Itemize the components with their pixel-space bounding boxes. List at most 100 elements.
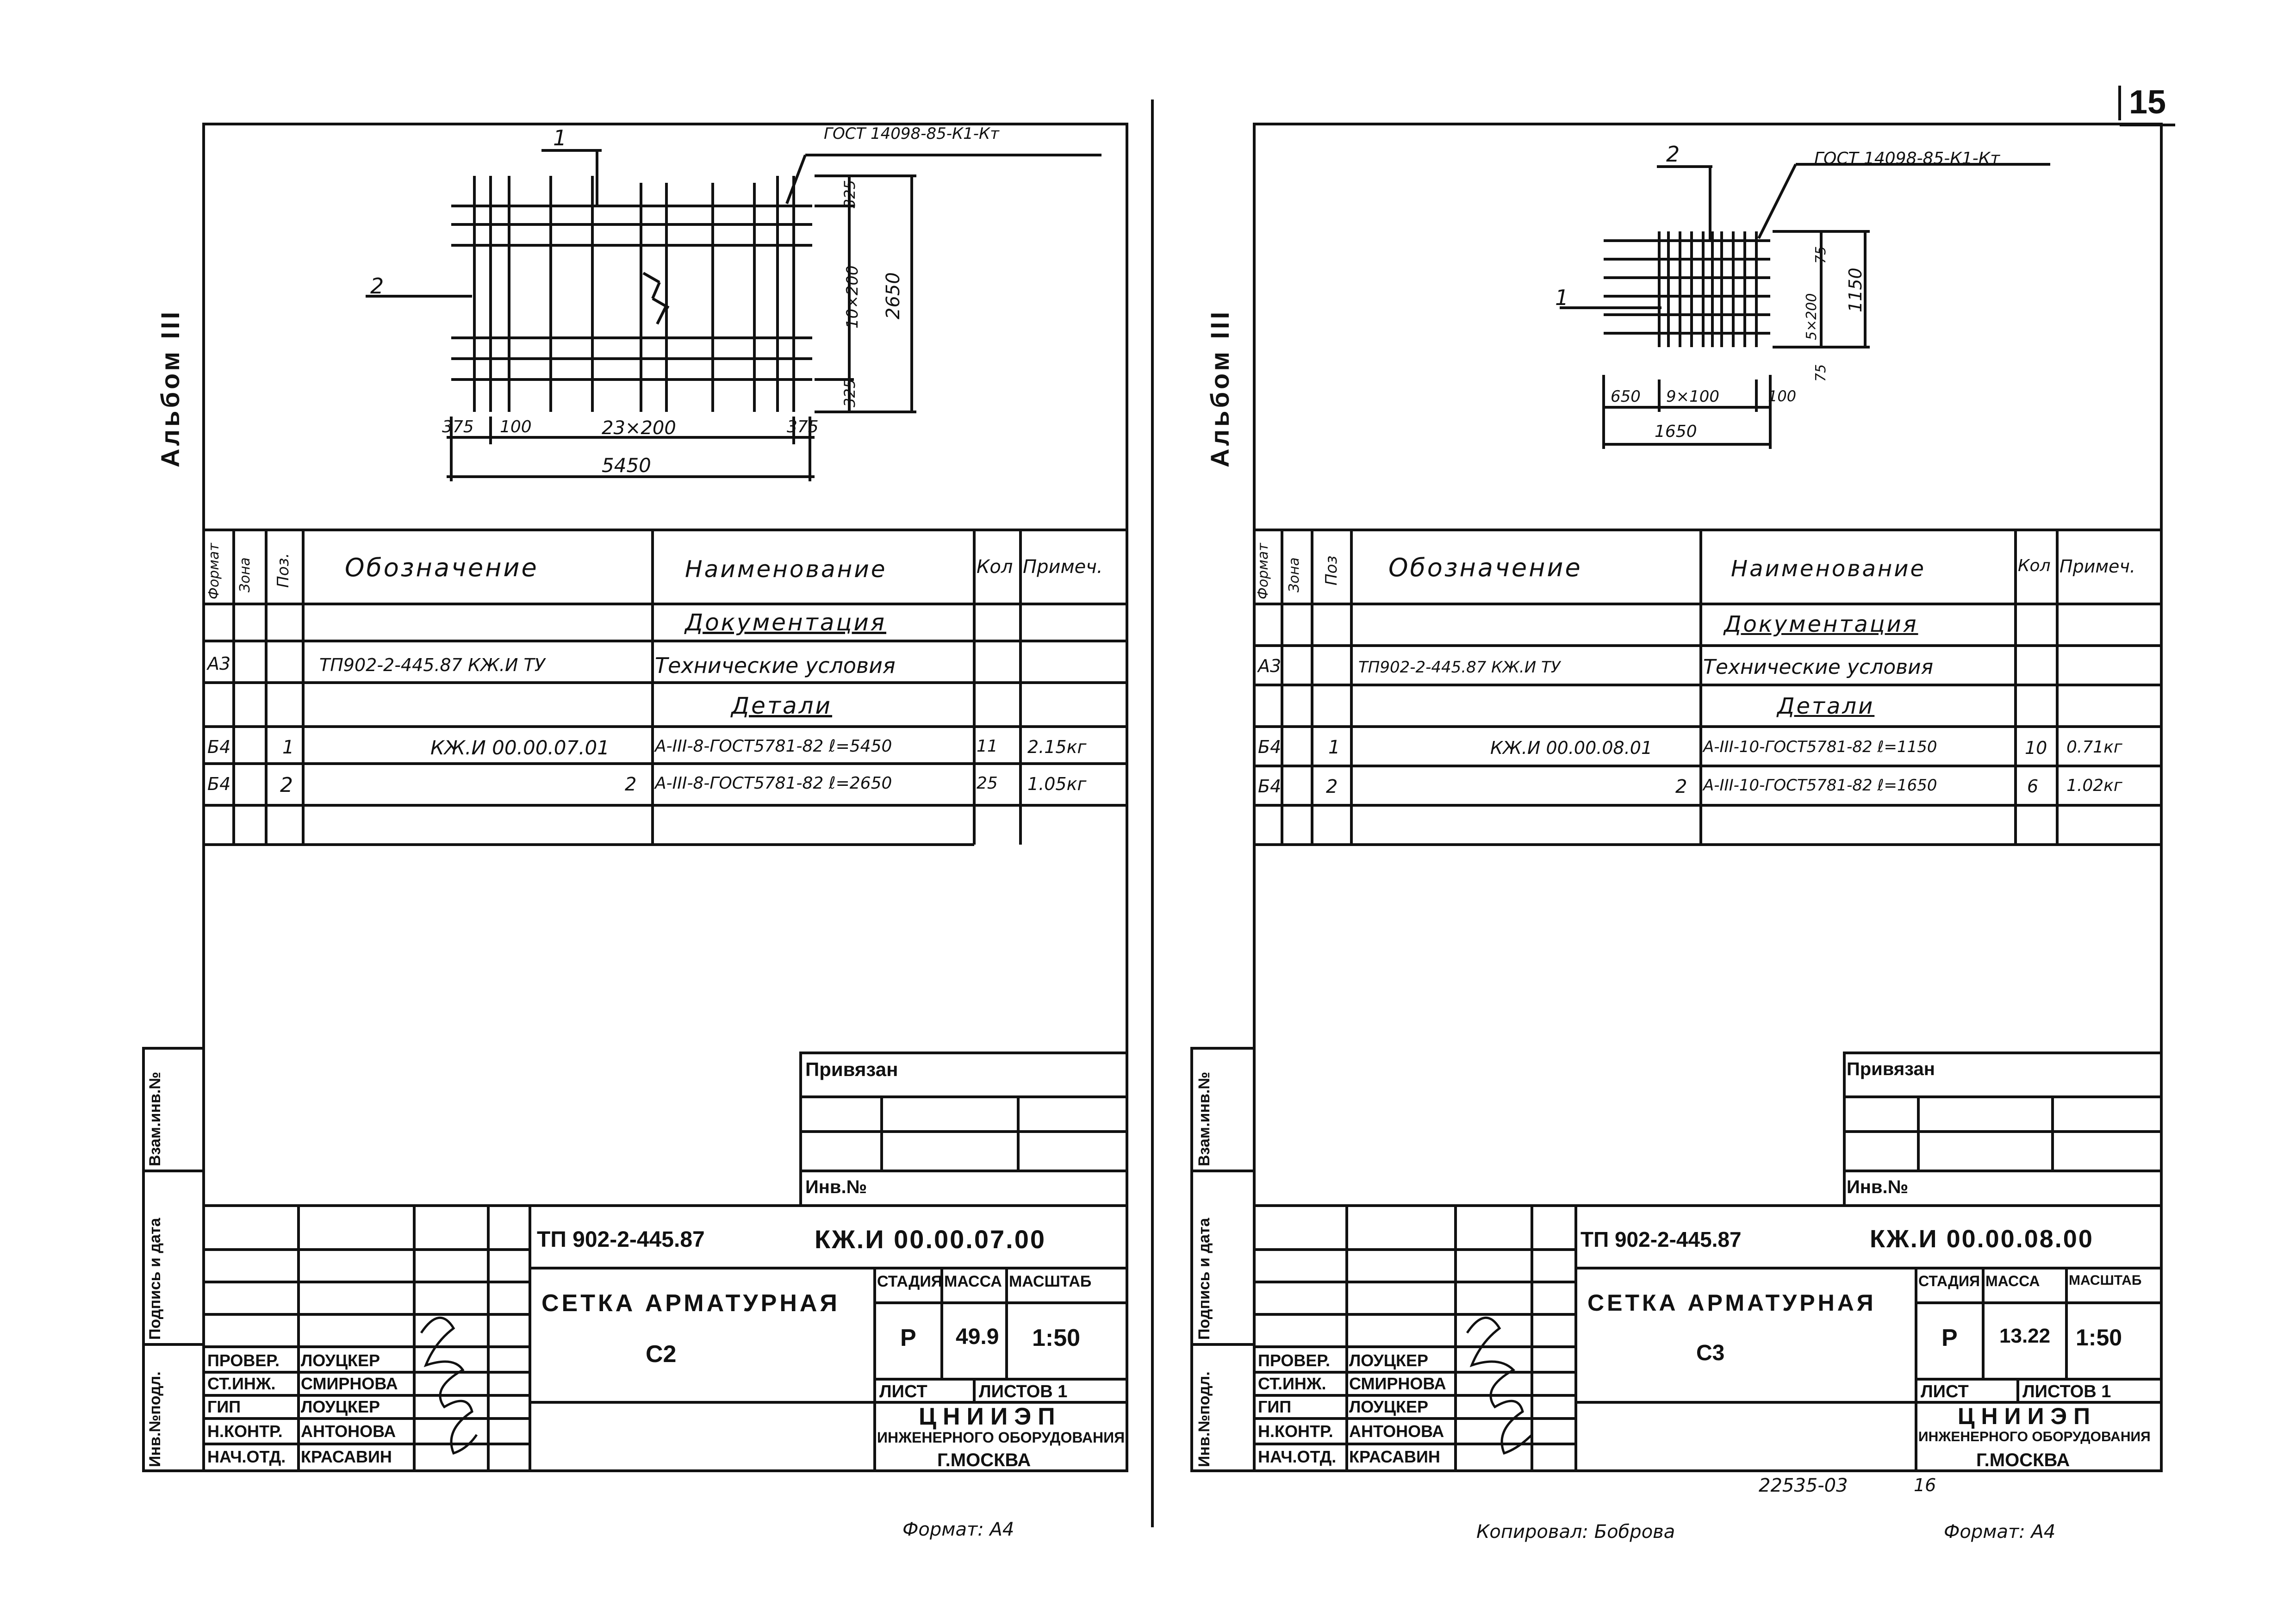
- title-line2: С2: [646, 1341, 677, 1368]
- row3-name-right: А-III-10-ГОСТ5781-82 ℓ=1650: [1703, 776, 1937, 795]
- side-label-sign: Подпись и дата: [146, 1218, 164, 1340]
- role-3-right: Н.контр.: [1258, 1422, 1333, 1441]
- role-0: Провер.: [207, 1351, 280, 1370]
- row3-qty-right: 6: [2027, 776, 2039, 796]
- row2-format: Б4: [207, 737, 231, 757]
- role-0-right: Провер.: [1258, 1351, 1331, 1370]
- row2-qty-right: 10: [2025, 738, 2047, 758]
- col-qty: Кол: [977, 556, 1013, 578]
- copied-by: Копировал: Боброва: [1476, 1521, 1675, 1543]
- row2-qty: 11: [977, 737, 998, 756]
- doc-code-right: КЖ.И 00.00.08.00: [1870, 1225, 2094, 1253]
- row1-designation: ТП902-2-445.87 КЖ.И ТУ: [319, 655, 545, 675]
- row1-designation-right: ТП902-2-445.87 КЖ.И ТУ: [1358, 658, 1561, 677]
- inv-no-label-right: Инв.№: [1847, 1177, 1909, 1197]
- scale-value-right: 1:50: [2076, 1325, 2122, 1350]
- dim-100-right: 100: [1768, 387, 1797, 405]
- project-code: ТП 902-2-445.87: [537, 1227, 705, 1252]
- row2-designation: КЖ.И 00.00.07.01: [430, 736, 610, 759]
- org-subtitle-right: инженерного оборудования: [1918, 1429, 2151, 1444]
- page-number: 15: [2129, 84, 2166, 121]
- name-0-right: Лоуцкер: [1349, 1351, 1429, 1370]
- row3-designation-right: 2: [1675, 776, 1687, 797]
- dim-top-right: 75: [1813, 246, 1829, 264]
- archive-number: 22535-03: [1759, 1475, 1848, 1496]
- scale-label: Масштаб: [1009, 1273, 1092, 1290]
- scale-label-right: Масштаб: [2069, 1273, 2142, 1288]
- org-city: г.Москва: [937, 1450, 1031, 1470]
- row2-name: А-III-8-ГОСТ5781-82 ℓ=5450: [655, 737, 892, 756]
- role-1-right: Ст.инж.: [1258, 1374, 1326, 1393]
- dim-total-length-right: 1650: [1655, 422, 1697, 441]
- dim-spacing-right: 9×100: [1666, 387, 1720, 406]
- name-4-right: Красавин: [1349, 1447, 1440, 1466]
- format-note: Формат: А4: [902, 1519, 1014, 1540]
- role-2: ГИП: [207, 1397, 241, 1416]
- format-note-right: Формат: А4: [1944, 1521, 2056, 1543]
- privyazan-label: Привязан: [805, 1058, 898, 1080]
- org-subtitle: инженерного оборудования: [877, 1429, 1125, 1446]
- dim-bottom-right: 75: [1813, 364, 1829, 382]
- section-details-right: Детали: [1777, 693, 1875, 719]
- name-4: Красавин: [301, 1447, 392, 1466]
- sheet-label: Лист: [879, 1382, 927, 1401]
- dim-mid-right: 5×200: [1804, 293, 1820, 340]
- dim-375-left: 375: [442, 417, 474, 436]
- pos-2-label: 2: [370, 274, 384, 299]
- dim-mid: 10×200: [843, 265, 862, 329]
- title-line2-right: С3: [1696, 1341, 1725, 1365]
- col-name-right: Наименование: [1731, 556, 1926, 582]
- name-0: Лоуцкер: [301, 1351, 380, 1370]
- dim-bottom: 325: [841, 379, 859, 407]
- row2-note: 2.15кг: [1027, 737, 1087, 757]
- mass-label: Масса: [944, 1273, 1002, 1290]
- role-2-right: ГИП: [1258, 1397, 1292, 1416]
- dim-total-height: 2650: [883, 272, 904, 319]
- section-documentation: Документация: [685, 609, 886, 636]
- row3-format: Б4: [207, 774, 231, 794]
- row2-name-right: А-III-10-ГОСТ5781-82 ℓ=1150: [1703, 738, 1937, 756]
- row3-designation: 2: [625, 774, 637, 795]
- name-3-right: Антонова: [1349, 1422, 1444, 1441]
- doc-code: КЖ.И 00.00.07.00: [815, 1225, 1046, 1254]
- stage-value-right: Р: [1941, 1325, 1958, 1351]
- row1-name: Технические условия: [655, 653, 896, 678]
- col-name: Наименование: [685, 556, 887, 583]
- gost-note: ГОСТ 14098-85-К1-Кт: [824, 124, 999, 143]
- mass-value-right: 13.22: [1999, 1325, 2051, 1347]
- row1-format-right: А3: [1258, 656, 1282, 676]
- side-label-inv-right: Инв.№подл.: [1195, 1371, 1213, 1467]
- dim-spacing: 23×200: [602, 417, 676, 439]
- section-documentation-right: Документация: [1724, 611, 1918, 637]
- org-name-right: ЦНИИЭП: [1958, 1403, 2097, 1429]
- role-4-right: Нач.отд.: [1258, 1447, 1337, 1466]
- col-format: Формат: [206, 543, 222, 599]
- row2-note-right: 0.71кг: [2066, 738, 2122, 757]
- pos-2-label-right: 2: [1666, 142, 1680, 167]
- title-line1-right: Сетка арматурная: [1587, 1290, 1876, 1316]
- col-format-right: Формат: [1255, 543, 1271, 599]
- mass-label-right: Масса: [1985, 1273, 2040, 1289]
- side-label-inv: Инв.№подл.: [146, 1371, 164, 1467]
- album-label: Альбом III: [156, 309, 185, 467]
- dim-100: 100: [500, 417, 532, 436]
- name-1: Смирнова: [301, 1374, 398, 1393]
- sheets-label-right: Листов 1: [2022, 1382, 2111, 1401]
- col-designation-right: Обозначение: [1388, 553, 1582, 582]
- role-3: Н.контр.: [207, 1422, 283, 1441]
- role-1: Ст.инж.: [207, 1374, 276, 1393]
- col-zone: Зона: [237, 557, 253, 592]
- scale-value: 1:50: [1032, 1325, 1081, 1351]
- sheet-label-right: Лист: [1921, 1382, 1969, 1401]
- privyazan-label-right: Привязан: [1847, 1059, 1935, 1079]
- col-pos: Поз.: [274, 553, 292, 588]
- row3-note-right: 1.02кг: [2066, 776, 2122, 795]
- side-label-vzam-right: Взам.инв.№: [1195, 1071, 1213, 1166]
- org-name: ЦНИИЭП: [919, 1403, 1062, 1430]
- col-pos-right: Поз: [1322, 555, 1341, 585]
- row3-note: 1.05кг: [1027, 774, 1087, 794]
- title-line1: Сетка арматурная: [541, 1290, 840, 1317]
- archive-sheet: 16: [1914, 1475, 1936, 1495]
- col-note-right: Примеч.: [2060, 556, 2135, 577]
